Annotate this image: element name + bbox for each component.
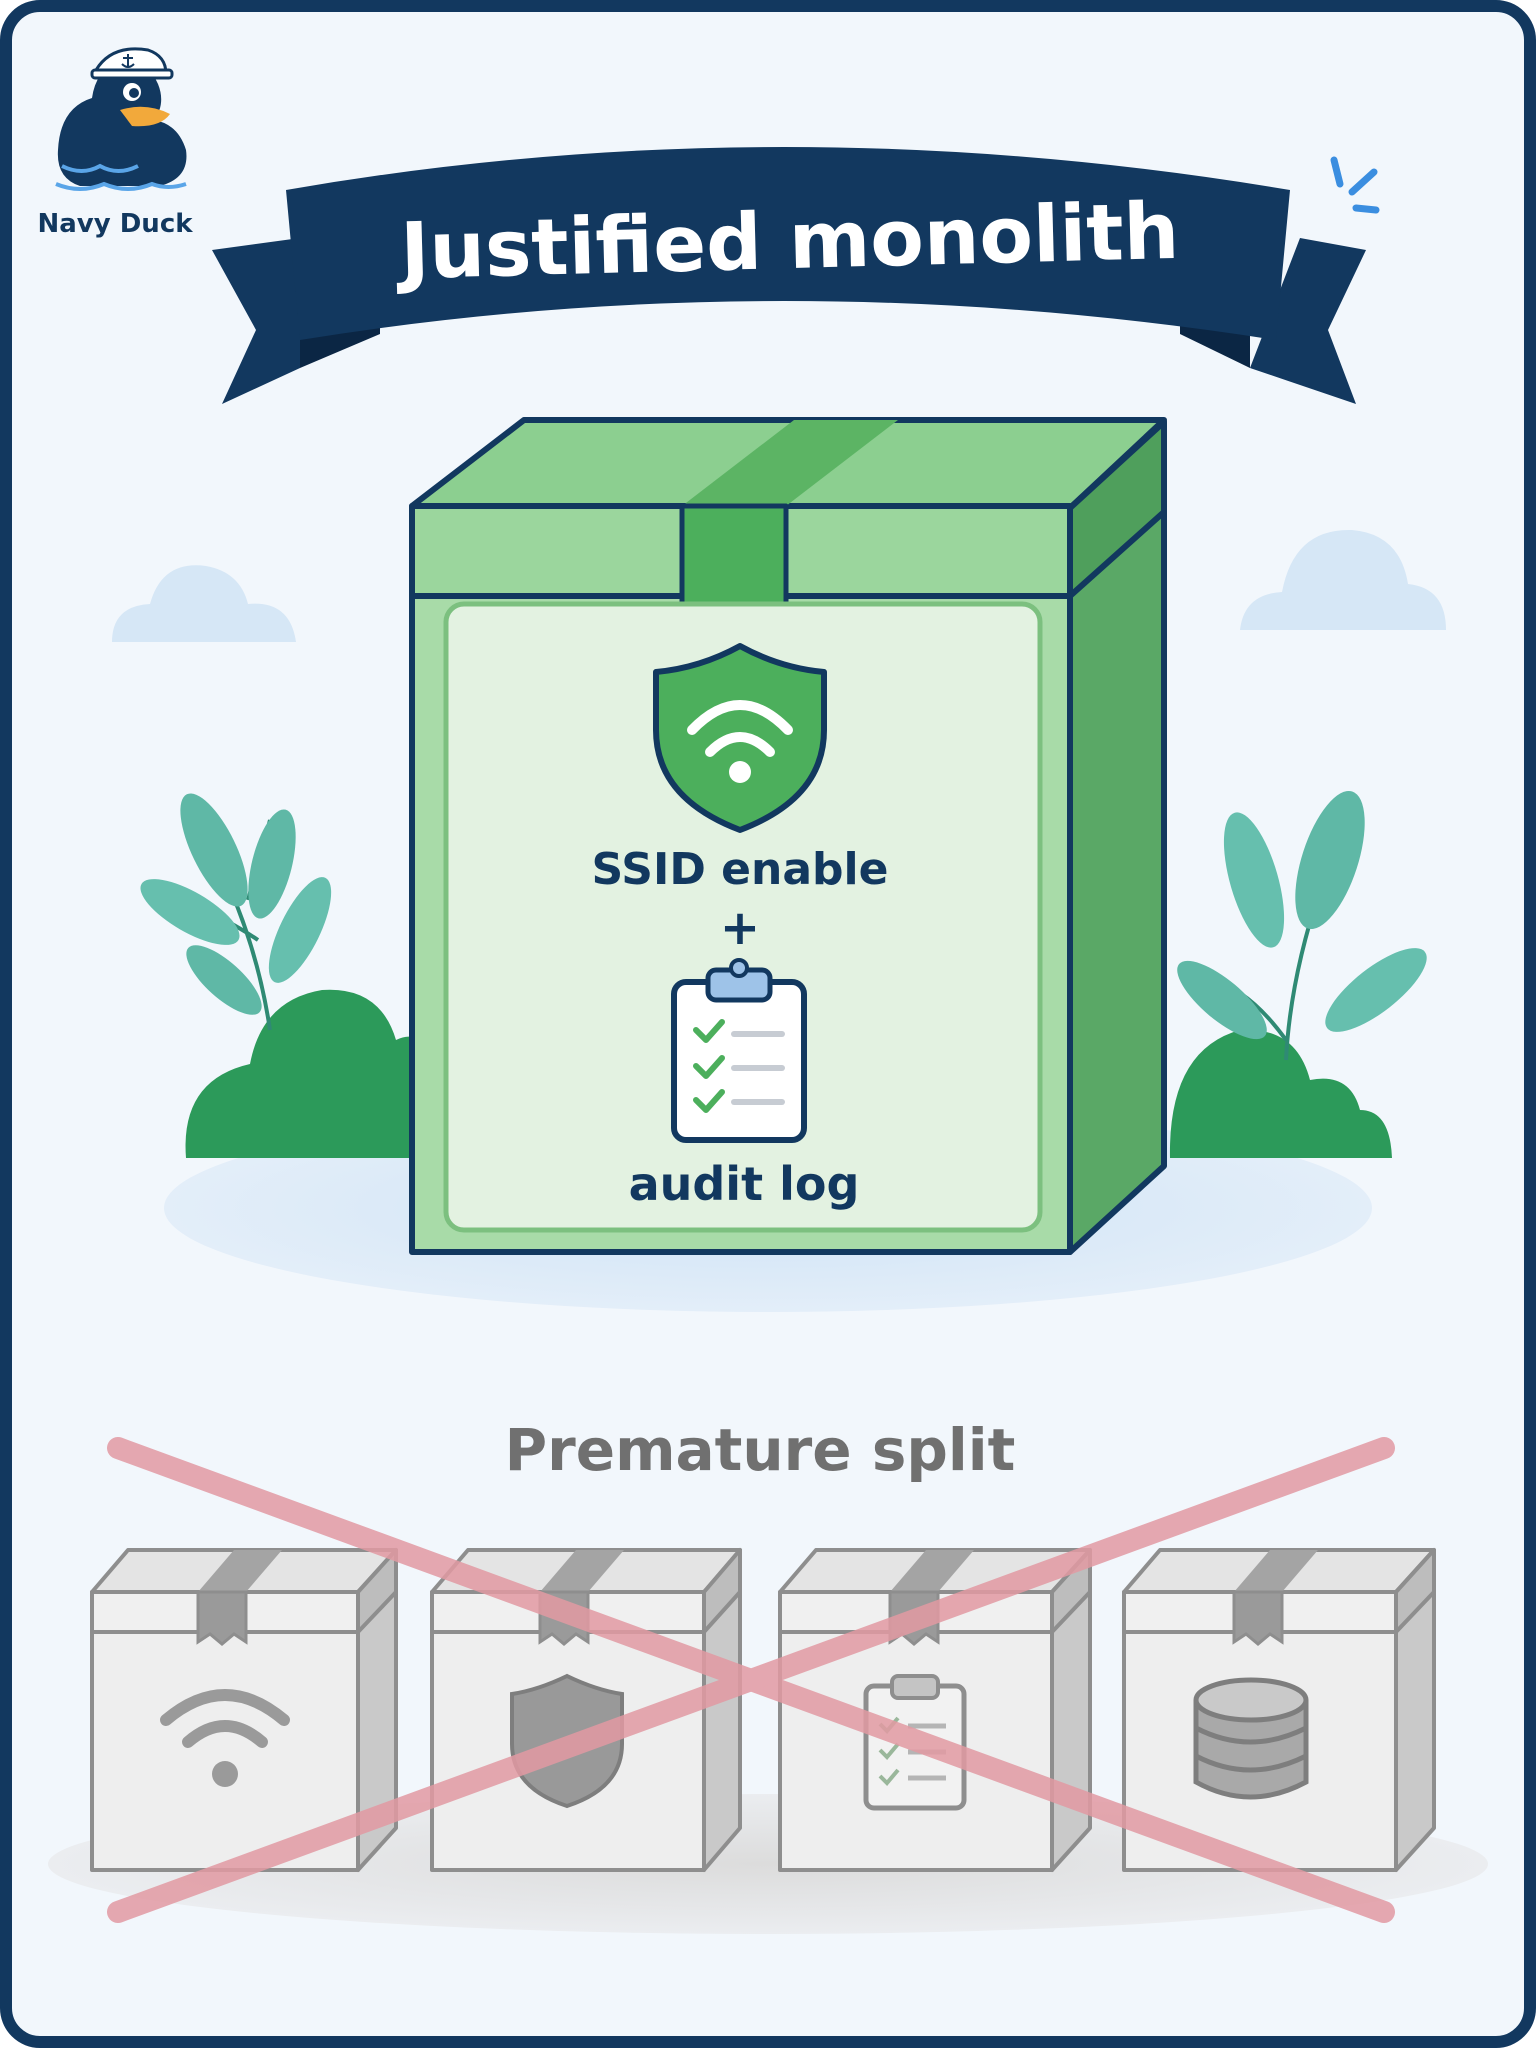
monolith-line2: audit log: [629, 1157, 860, 1211]
database-icon: [1193, 1677, 1309, 1800]
cloud-left: [112, 565, 296, 642]
cloud-right: [1240, 529, 1446, 630]
monolith-panel: [443, 601, 1043, 1233]
wifi-icon: [160, 1689, 290, 1787]
clipboard-checklist-icon: [671, 958, 807, 1143]
plant-right: [1169, 790, 1427, 1158]
cross-out-mark: [107, 1437, 1395, 1923]
monolith-line1: SSID enable: [592, 844, 889, 895]
plant-left: [140, 793, 430, 1158]
title-banner: [212, 147, 1366, 404]
navy-duck-logo: [55, 47, 187, 191]
banner-title: Justified monolith: [394, 187, 1180, 297]
brand-name: Navy Duck: [37, 209, 193, 239]
monolith-plus: +: [720, 900, 760, 956]
spark-icon: [1330, 156, 1380, 214]
split-title: Premature split: [505, 1416, 1016, 1484]
wifi-shield-icon: [653, 643, 827, 833]
